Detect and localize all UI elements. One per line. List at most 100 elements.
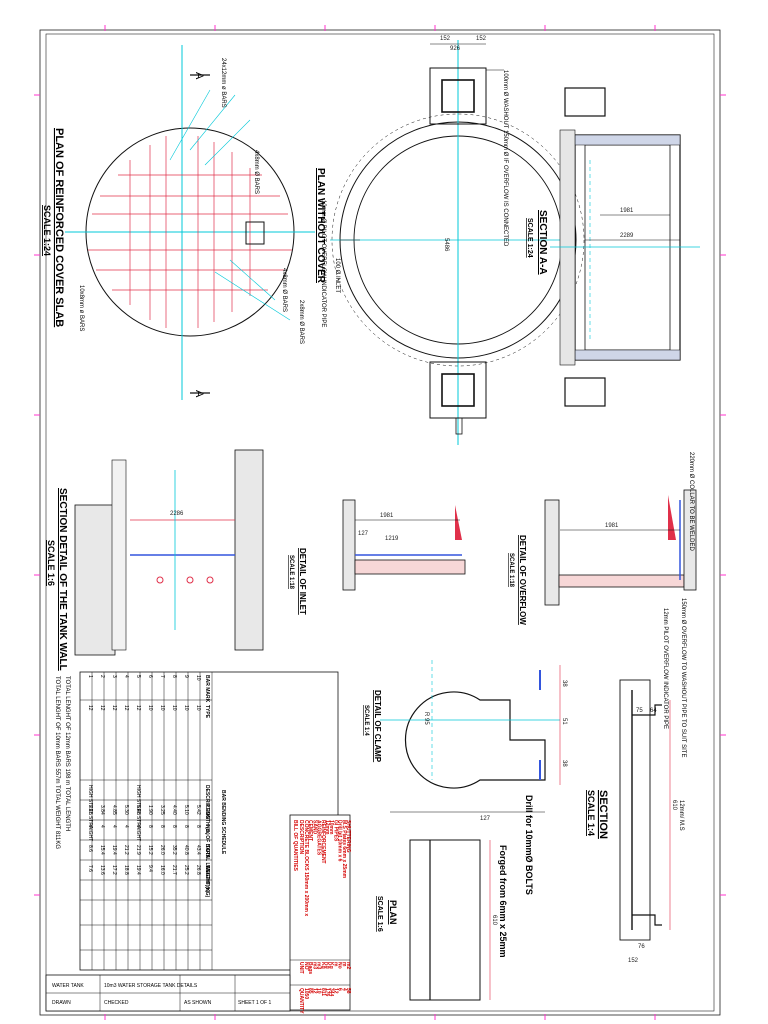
- inlet-wall: [342, 499, 356, 591]
- plan-cover-slab: A A 24x12mm ø BARS 4x8mm Ø BARS 4x8mm Ø …: [42, 45, 315, 400]
- boq-cell: 1050: [303, 988, 309, 999]
- bbs-cell: 9: [183, 675, 189, 678]
- note-washout: 100mm Ø WASHOUT 150mm Ø IF OVERFLOW IS C…: [502, 70, 508, 247]
- boq-cell: m: [341, 962, 347, 967]
- bbs-cell: 21.9: [135, 845, 141, 855]
- bbs-cell: 9.4: [147, 865, 153, 872]
- wall-bar-1: [156, 576, 164, 584]
- bbs-cell: 17.2: [111, 865, 117, 875]
- boq-cell: 4: [341, 988, 347, 991]
- bbs-cell: 25.2: [183, 865, 189, 875]
- section-aa: 1981 2289 SECTION A-A SCALE 1:24: [526, 87, 700, 407]
- dim-top-926: 926: [450, 46, 461, 52]
- bbs-cell: 8: [159, 825, 165, 828]
- clamp-section-lug-top: [632, 704, 662, 716]
- wall-dim: 2286: [170, 511, 184, 517]
- plan-without-cover: 152 926 152 5486 100mm Ø WASHOUT 150mm Ø…: [315, 36, 585, 445]
- note-forged: Forged from 6mm x 25mm: [498, 845, 508, 958]
- bbs-cell: 26.8: [195, 865, 201, 875]
- bbs-cell: 4: [87, 825, 93, 828]
- bbs-cell: 4: [99, 825, 105, 828]
- boq-cell: m2: [345, 962, 351, 969]
- bbs-cell: 4.85: [111, 805, 117, 815]
- clamp-dim-127: 127: [480, 816, 491, 822]
- overflow-wall: [544, 499, 560, 606]
- boq-cell: 10mm: [328, 820, 334, 835]
- boq-cell: m: [332, 962, 338, 967]
- bbs-header-cell: BAR MARK: [204, 675, 210, 703]
- plan-dim-610: 610: [491, 915, 497, 926]
- plan-clamp-scale: SCALE 1:6: [376, 896, 383, 932]
- bbs-cell: 10: [159, 705, 165, 711]
- sheet-grid-ticks: [34, 25, 726, 1020]
- bbs-cell: 10: [195, 705, 201, 711]
- bbs-cell: 7.6: [87, 865, 93, 872]
- bbs-cell: 7: [159, 675, 165, 678]
- bbs-cell: 15.2: [147, 845, 153, 855]
- detail-overflow-scale: SCALE 1:18: [508, 553, 514, 588]
- boq-cell: Kg: [324, 962, 330, 969]
- bbs-cell: 19.4: [111, 845, 117, 855]
- tb-project: WATER TANK: [52, 983, 84, 989]
- bbs-cell: 10: [147, 705, 153, 711]
- bbs-cell: 3: [111, 675, 117, 678]
- bbs-cell: 21.2: [123, 845, 129, 855]
- boq-cell: m3: [316, 962, 322, 969]
- slab-note-3: 4x8mm Ø BARS: [281, 268, 287, 312]
- detail-inlet-scale: SCALE 1:18: [288, 555, 294, 590]
- title-block: WATER TANK 10m3 WATER STORAGE TANK DETAI…: [45, 974, 291, 1012]
- dim-2289: 2289: [620, 233, 634, 239]
- clamp-dim-r: R 95: [423, 712, 429, 725]
- clamp-dim-38b: 38: [561, 760, 567, 767]
- bbs-header-cell: TOTAL LENGTH (m): [204, 845, 210, 893]
- boq-cell: 12: [311, 988, 317, 994]
- overflow-wall-right: [683, 489, 697, 591]
- bbs-cell: 8: [171, 675, 177, 678]
- section-mark-a-top: A: [193, 72, 205, 80]
- plan-cover-slab-title: PLAN OF REINFORCED COVER SLAB: [53, 128, 65, 327]
- boq-cell: 12mm: [324, 820, 330, 835]
- bbs-cell: 10: [171, 705, 177, 711]
- bbs-cell: 5.30: [123, 805, 129, 815]
- boq-cell: GI PIPES: [332, 820, 338, 842]
- slab-note-5: 10x8mm ø BARS: [78, 285, 84, 331]
- bbs-cell: 3.84: [99, 805, 105, 815]
- boq-cell: Kg: [328, 962, 334, 969]
- bbs-cell: 35.2: [171, 845, 177, 855]
- detail-overflow: 1981 220mm Ø COLLAR TO BE WELDED 150mm Ø…: [508, 452, 697, 757]
- boq-cell: 10: [316, 988, 322, 994]
- wall-bar-3: [206, 576, 214, 584]
- sec-dim-152: 152: [628, 958, 639, 964]
- tb-scale: AS SHOWN: [184, 1000, 212, 1006]
- slab-note-2: 4x8mm Ø BARS: [253, 150, 259, 194]
- boq-cell: SHUTTERING: [345, 820, 351, 853]
- bbs-cell: 43.4: [195, 845, 201, 855]
- section-clamp-scale: SCALE 1:4: [586, 790, 596, 836]
- boq-cell: 85: [307, 988, 313, 994]
- bbs-cell: 4.40: [171, 805, 177, 815]
- bbs-cell: HIGH STEEL STRAIGHT: [135, 785, 141, 841]
- bbs-cell: 1: [87, 675, 93, 678]
- note-overflow-washout: 150mm Ø OVERFLOW TO WASHOUT PIPE TO SUIT…: [680, 598, 686, 757]
- bbs-cell: 10: [195, 675, 201, 681]
- outer-border: [39, 29, 721, 1016]
- boq-cell: 811: [320, 988, 326, 996]
- wall-block-right: [234, 449, 264, 651]
- bbs-cell: 4: [135, 825, 141, 828]
- note-inlet: 100 Ø INLET: [334, 258, 340, 293]
- bbs-cell: 5.42: [195, 805, 201, 815]
- bbs-cell: 21.7: [171, 865, 177, 875]
- bbs-cell: 4: [111, 825, 117, 828]
- boq-cell: Kg: [320, 962, 326, 969]
- clamp-section-frame: [619, 679, 651, 941]
- note-drill: Drill for 10mmØ BOLTS: [524, 795, 534, 895]
- bbs-cell: HIGH STEEL STRAIGHT: [87, 785, 93, 841]
- tank-section-inner: [584, 144, 671, 351]
- boq-cell: REINFORCEMENT: [320, 820, 326, 864]
- plan-without-cover-title: PLAN WITHOUT COVER: [315, 168, 326, 284]
- tb-sheet: SHEET 1 OF 1: [238, 1000, 271, 1006]
- bbs-total-10: TOTAL LENGHT OF 10mm BARS 557m TOTAL WEI…: [54, 676, 60, 849]
- bbs-cell: 8: [171, 825, 177, 828]
